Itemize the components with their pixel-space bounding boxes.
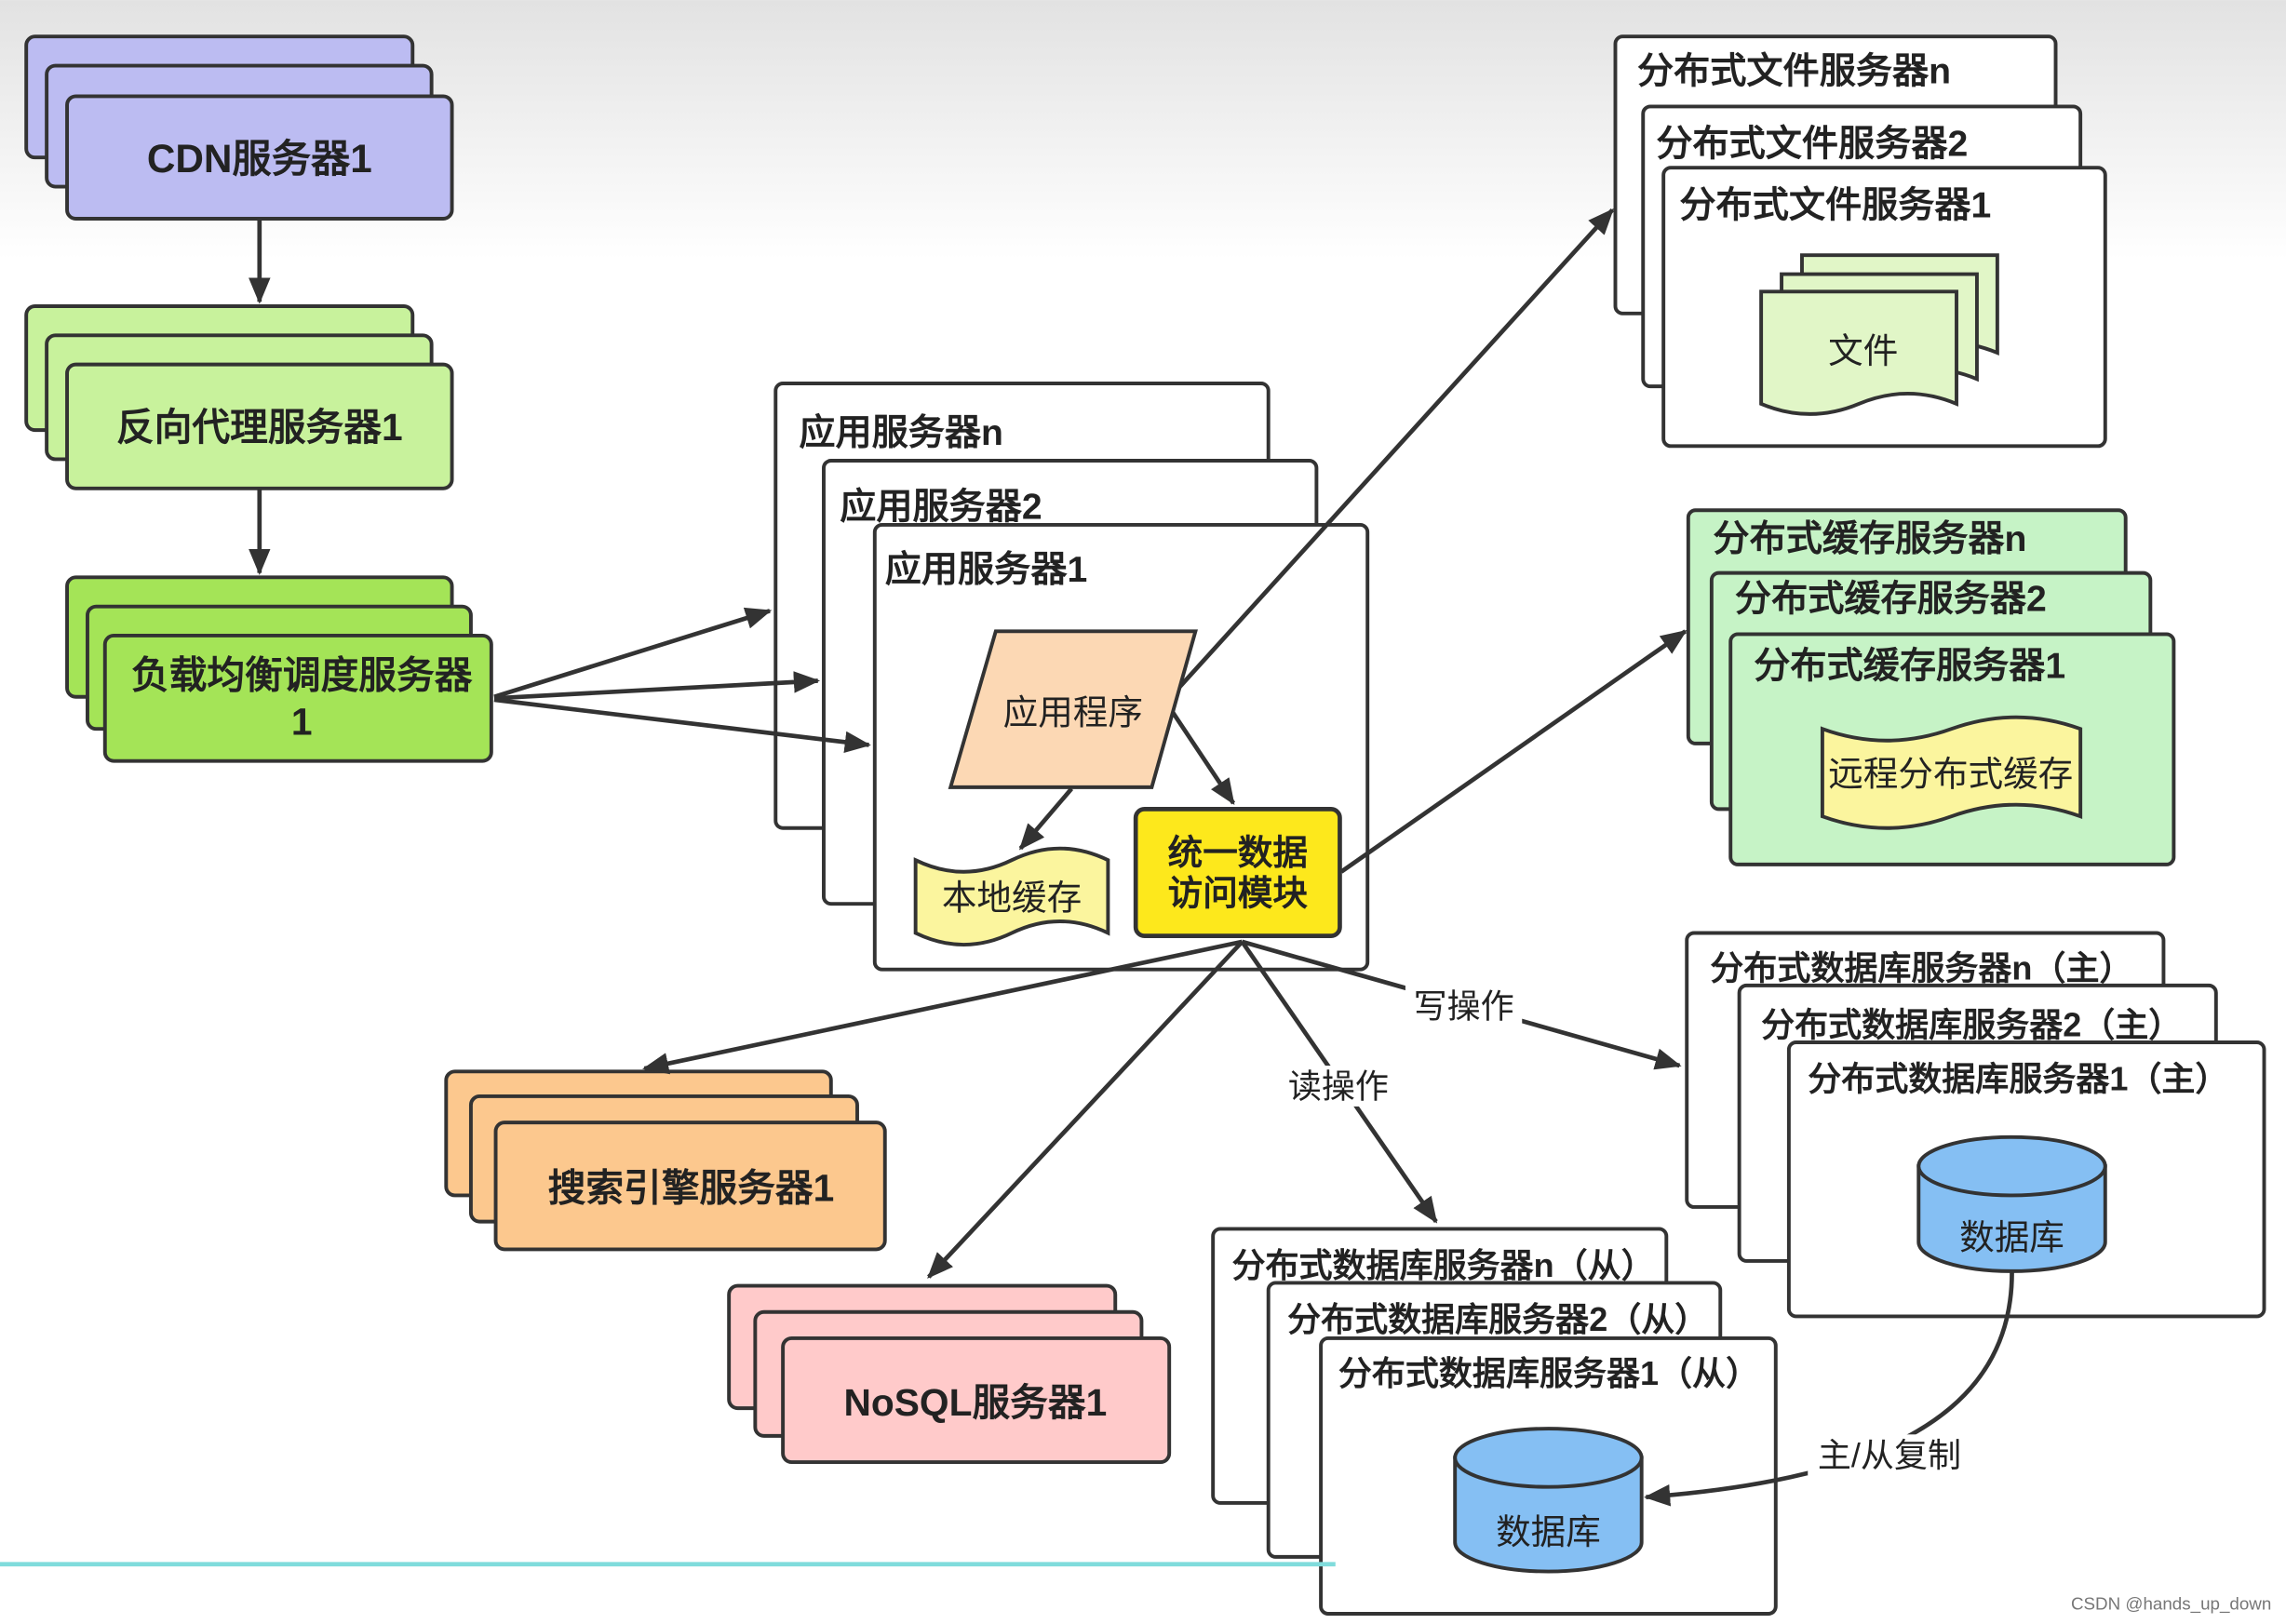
- cdn-server-stack: CDN服务器1: [24, 34, 454, 221]
- data-access-label-line1: 统一数据: [1168, 833, 1308, 872]
- remote-cache-label: 远程分布式缓存: [1828, 754, 2073, 793]
- search-server-label: 搜索引擎服务器1: [548, 1167, 835, 1210]
- arrow-lb-to-app-server-1: [493, 697, 871, 754]
- db-slave-2-title: 分布式数据库服务器2（从）: [1287, 1300, 1708, 1338]
- edge-labels: 写操作 读操作 主/从复制: [1280, 985, 1971, 1476]
- data-access-module: [1133, 807, 1342, 938]
- load-balancer-label-line2: 1: [291, 700, 313, 743]
- app-server-internals: 应用程序 本地缓存 统一数据 访问模块: [913, 629, 1342, 946]
- arrow-program-to-local-cache: [1018, 786, 1074, 851]
- db-master-stack: 分布式数据库服务器n（主） 分布式数据库服务器2（主） 分布式数据库服务器1（主…: [1685, 931, 2266, 1319]
- arrow-lb-to-app-server-2: [493, 671, 821, 701]
- local-cache-tape: [913, 846, 1110, 946]
- cdn-server-label: CDN服务器1: [147, 137, 372, 181]
- db-slave-database-label: 数据库: [1496, 1512, 1601, 1551]
- reverse-proxy-label: 反向代理服务器1: [116, 406, 403, 449]
- nosql-server-front: [781, 1335, 1172, 1465]
- load-balancer-stack: 负载均衡调度服务器 1: [65, 575, 493, 763]
- connector-arrows: [249, 208, 2014, 1507]
- db-slave-1-title: 分布式数据库服务器1（从）: [1338, 1354, 1759, 1392]
- db-slave-cylinder-top: [1453, 1427, 1644, 1489]
- replication-label: 主/从复制: [1818, 1436, 1961, 1474]
- cache-server-1-title: 分布式缓存服务器1: [1754, 646, 2065, 686]
- file-server-2-title: 分布式文件服务器2: [1656, 125, 1968, 165]
- arrow-data-access-to-cache-servers: [1339, 629, 1688, 874]
- arrow-data-access-to-search: [642, 939, 1243, 1075]
- app-server-2-title: 应用服务器2: [840, 488, 1042, 528]
- load-balancer-label-line1: 负载均衡调度服务器: [131, 653, 473, 696]
- db-slave-n-title: 分布式数据库服务器n（从）: [1232, 1246, 1655, 1284]
- nosql-server-stack: NoSQL服务器1: [727, 1283, 1172, 1465]
- file-server-stack: 分布式文件服务器n 分布式文件服务器2 分布式文件服务器1 文件: [1613, 34, 2107, 449]
- local-cache-label: 本地缓存: [942, 878, 1082, 917]
- arrow-master-slave-replication: [1644, 1272, 2014, 1507]
- app-server-1-title: 应用服务器1: [885, 550, 1087, 590]
- nosql-server-label: NoSQL服务器1: [843, 1381, 1107, 1424]
- db-slave-stack: 分布式数据库服务器n（从） 分布式数据库服务器2（从） 分布式数据库服务器1（从…: [1211, 1227, 1778, 1616]
- cache-server-2-title: 分布式缓存服务器2: [1735, 579, 2047, 619]
- reverse-proxy-stack: 反向代理服务器1: [24, 304, 454, 490]
- watermark: CSDN @hands_up_down: [2071, 1593, 2271, 1614]
- file-server-1-title: 分布式文件服务器1: [1679, 185, 1991, 225]
- search-server-stack: 搜索引擎服务器1: [444, 1069, 887, 1252]
- arrow-data-access-to-nosql: [927, 940, 1244, 1279]
- app-server-n-title: 应用服务器n: [799, 413, 1003, 453]
- cache-server-n-title: 分布式缓存服务器n: [1713, 519, 2026, 559]
- file-document-front: [1759, 289, 1958, 416]
- cache-server-stack: 分布式缓存服务器n 分布式缓存服务器2 分布式缓存服务器1 远程分布式缓存: [1686, 508, 2176, 866]
- remote-cache-tape: [1820, 715, 2083, 830]
- file-server-n-title: 分布式文件服务器n: [1637, 51, 1951, 91]
- write-label-bg: [1405, 985, 1523, 1027]
- db-master-database-label: 数据库: [1959, 1217, 2064, 1256]
- file-document-label: 文件: [1828, 331, 1898, 370]
- db-master-1-title: 分布式数据库服务器1（主）: [1808, 1060, 2228, 1098]
- db-master-2-title: 分布式数据库服务器2（主）: [1761, 1006, 2182, 1044]
- read-label-bg: [1280, 1066, 1397, 1107]
- data-access-label-line2: 访问模块: [1168, 874, 1309, 913]
- app-program-label: 应用程序: [1003, 693, 1143, 732]
- replication-label-bg: [1808, 1434, 1971, 1476]
- read-operation-label: 读操作: [1288, 1067, 1389, 1106]
- load-balancer-front: [102, 634, 493, 763]
- db-slave-cylinder-body: [1453, 1456, 1644, 1574]
- app-program-shape: [948, 629, 1198, 789]
- search-server-front: [493, 1121, 887, 1252]
- db-master-cylinder-top: [1916, 1134, 2107, 1198]
- arrow-lb-to-app-server-n: [493, 607, 773, 700]
- arrow-program-to-file-servers: [1169, 208, 1615, 699]
- write-operation-label: 写操作: [1414, 986, 1514, 1025]
- reverse-proxy-front: [65, 362, 454, 490]
- db-master-n-title: 分布式数据库服务器n（主）: [1710, 949, 2132, 987]
- arrow-program-to-data-access: [1170, 710, 1236, 806]
- cdn-server-front: [65, 94, 454, 221]
